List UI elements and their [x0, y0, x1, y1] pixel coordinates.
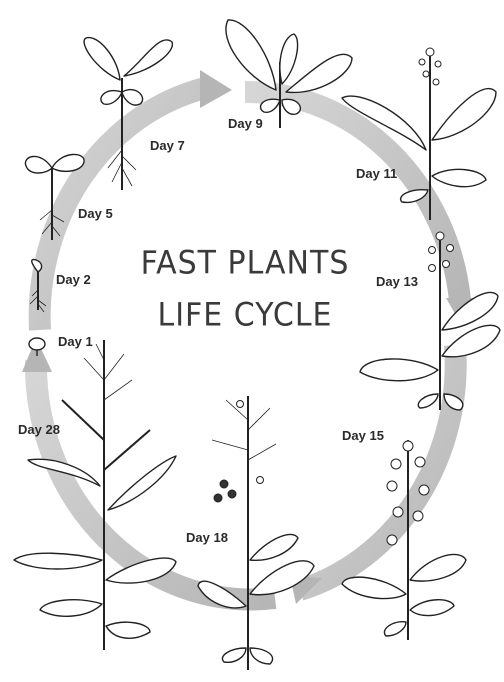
day-1-label: Day 1 — [58, 334, 93, 349]
plant-day-15 — [342, 440, 466, 640]
day-11-label: Day 11 — [356, 166, 397, 181]
diagram-title: FAST PLANTS LIFE CYCLE — [110, 238, 380, 342]
day-13-label: Day 13 — [376, 274, 418, 289]
day-28-label: Day 28 — [18, 422, 60, 437]
day-15-label: Day 15 — [342, 428, 384, 443]
day-5-label: Day 5 — [78, 206, 113, 221]
plant-day-13 — [360, 232, 500, 410]
day-2-label: Day 2 — [56, 272, 91, 287]
day-18-label: Day 18 — [186, 530, 228, 545]
day-9-label: Day 9 — [228, 116, 263, 131]
day-7-label: Day 7 — [150, 138, 185, 153]
title-line-1: FAST PLANTS — [110, 236, 380, 292]
title-line-2: LIFE CYCLE — [110, 288, 380, 344]
